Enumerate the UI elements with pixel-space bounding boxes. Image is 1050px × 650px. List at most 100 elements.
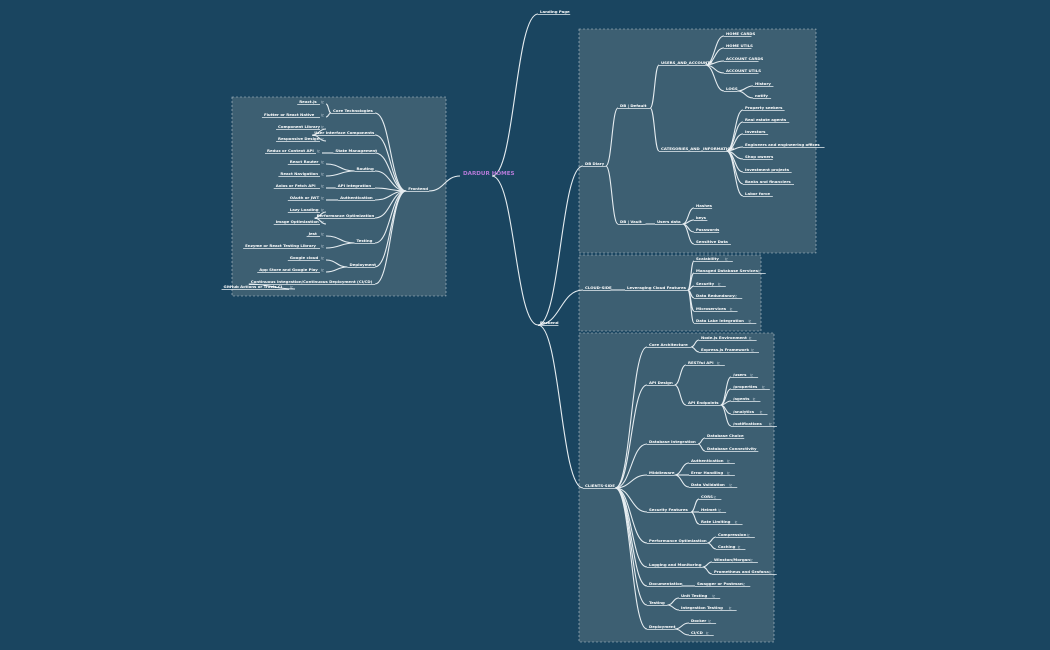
note-icon[interactable]: ⊵ (750, 558, 753, 562)
note-icon[interactable]: ⊵ (769, 422, 772, 426)
node-microservices[interactable]: Microservices (696, 306, 727, 311)
note-icon[interactable]: ⊵ (321, 268, 324, 272)
note-icon[interactable]: ⊵ (725, 257, 728, 261)
note-icon[interactable]: ⊵ (762, 385, 765, 389)
note-icon[interactable]: ⊵ (321, 172, 324, 176)
node-flutter-or-react-native[interactable]: Flutter or React Native (264, 112, 315, 117)
node-axios-or-fetch-api[interactable]: Axios or Fetch API (276, 183, 316, 188)
note-icon[interactable]: ⊵ (737, 545, 740, 549)
note-icon[interactable]: ⊵ (321, 220, 324, 224)
node-keys[interactable]: keys (696, 215, 707, 220)
note-icon[interactable]: ⊵ (760, 410, 763, 414)
note-icon[interactable]: ⊵ (735, 520, 738, 524)
note-icon[interactable]: ⊵ (713, 495, 716, 499)
node-real-estate-agents[interactable]: Real estate agents (745, 117, 787, 122)
node-unit-testing[interactable]: Unit Testing (681, 593, 708, 598)
note-icon[interactable]: ⊵ (729, 483, 732, 487)
node-integration-testing[interactable]: Integration Testing (681, 605, 723, 610)
node-notifications[interactable]: /notifications (733, 421, 763, 426)
node-oauth-or-jwt[interactable]: OAuth or JWT (290, 195, 320, 200)
node-agents[interactable]: /agents (733, 396, 750, 401)
node-logging-and-monitoring[interactable]: Logging and Monitoring (649, 562, 702, 567)
note-icon[interactable]: ⊵ (321, 137, 324, 141)
note-icon[interactable]: ⊵ (321, 196, 324, 200)
node-performance-optimization[interactable]: Performance Optimization (649, 538, 707, 543)
node-users-data[interactable]: Users data (657, 219, 681, 224)
node-lazy-loading[interactable]: Lazy Loading (290, 207, 319, 212)
node-image-optimization[interactable]: Image Optimization (276, 219, 319, 224)
node-error-handling[interactable]: Error Handling (691, 470, 723, 475)
node-user-interface-components[interactable]: User Interface Components (314, 130, 375, 135)
node-managed-database-services[interactable]: Managed Database Services (696, 268, 759, 273)
note-icon[interactable]: ⊵ (708, 619, 711, 623)
note-icon[interactable]: ⊵ (321, 256, 324, 260)
node-github-actions-or-travis-ci[interactable]: GitHub Actions or Travis CI (224, 284, 283, 289)
node-users[interactable]: /users (733, 372, 747, 377)
node-api-endpoints[interactable]: API Endpoints (688, 400, 719, 405)
node-performance-optimization[interactable]: Performance Optimization (317, 213, 375, 218)
node-home-utils[interactable]: HOME UTILS (726, 43, 753, 48)
node-caching[interactable]: Caching (718, 544, 736, 549)
node-hashes[interactable]: Hashes (696, 203, 713, 208)
note-icon[interactable]: ⊵ (769, 570, 772, 574)
note-icon[interactable]: ⊵ (321, 113, 324, 117)
note-icon[interactable]: ⊵ (321, 100, 324, 104)
node-db-vault[interactable]: DB | Vault (620, 219, 642, 224)
node-data-validation[interactable]: Data Validation (691, 482, 725, 487)
note-icon[interactable]: ⊵ (717, 361, 720, 365)
node-security-features[interactable]: Security Features (649, 507, 688, 512)
node-prometheus-and-grafana[interactable]: Prometheus and Grafana (714, 569, 769, 574)
node-frontend[interactable]: Frontend (408, 186, 428, 191)
node-api-design[interactable]: API Design (649, 380, 673, 385)
node-rate-limiting[interactable]: Rate Limiting (701, 519, 731, 524)
note-icon[interactable]: ⊵ (290, 285, 293, 289)
node-property-seekers[interactable]: Property seekers (745, 105, 783, 110)
node-docker[interactable]: Docker (691, 618, 706, 623)
node-core-architecture[interactable]: Core Architecture (649, 342, 688, 347)
note-icon[interactable]: ⊵ (712, 594, 715, 598)
node-documentation[interactable]: Documentation (649, 581, 683, 586)
note-icon[interactable]: ⊵ (747, 533, 750, 537)
node-cors[interactable]: CORS (701, 494, 713, 499)
node-engineers-and-engineering-offices[interactable]: Engineers and engineering offices (745, 142, 820, 147)
node-testing[interactable]: Testing (649, 600, 665, 605)
note-icon[interactable]: ⊵ (752, 397, 755, 401)
node-ci-cd[interactable]: CI/CD (691, 630, 704, 635)
note-icon[interactable]: ⊵ (748, 319, 751, 323)
node-winston-morgan[interactable]: Winston/Morgan (714, 557, 750, 562)
node-core-technologies[interactable]: Core Technologies (333, 108, 373, 113)
node-app-store-and-google-play[interactable]: App Store and Google Play (259, 267, 318, 272)
node-dardur-homes[interactable]: DARDUR HOMES (463, 171, 515, 177)
node-analytics[interactable]: /analytics (733, 409, 755, 414)
node-history[interactable]: History (755, 81, 771, 86)
node-responsive-design[interactable]: Responsive Design (278, 136, 320, 141)
node-scalability[interactable]: Scalability (696, 256, 719, 261)
node-properties[interactable]: /properties (733, 384, 758, 389)
node-categories-and-information[interactable]: CATEGORIES_AND _INFORMATION (661, 146, 734, 151)
node-compression[interactable]: Compression (718, 532, 747, 537)
note-icon[interactable]: ⊵ (729, 606, 732, 610)
note-icon[interactable]: ⊵ (321, 244, 324, 248)
note-icon[interactable]: ⊵ (751, 348, 754, 352)
note-icon[interactable]: ⊵ (321, 125, 324, 129)
node-react-navigation[interactable]: React Navigation (280, 171, 318, 176)
node-deployment[interactable]: Deployment (350, 262, 377, 267)
node-sensitive-data[interactable]: Sensitive Data (696, 239, 728, 244)
node-google-cloud[interactable]: Google cloud (290, 255, 319, 260)
node-database-connectivity[interactable]: Database Connectivity (707, 446, 757, 451)
note-icon[interactable]: ⊵ (718, 508, 721, 512)
node-landing-page[interactable]: Landing Page (540, 9, 570, 14)
node-restful-api[interactable]: RESTful API (688, 360, 714, 365)
node-state-management[interactable]: State Management (335, 148, 377, 153)
note-icon[interactable]: ⊵ (321, 232, 324, 236)
node-testing[interactable]: Testing (357, 238, 373, 243)
node-authentication[interactable]: Authentication (340, 195, 373, 200)
node-routing[interactable]: Routing (357, 166, 374, 171)
note-icon[interactable]: ⊵ (758, 269, 761, 273)
note-icon[interactable]: ⊵ (727, 471, 730, 475)
node-database-choice[interactable]: Database Choice (707, 433, 744, 438)
node-enzyme-or-react-testing-library[interactable]: Enzyme or React Testing Library (245, 243, 316, 248)
node-deployment[interactable]: Deployment (649, 624, 676, 629)
node-redux-or-context-api[interactable]: Redux or Context API (267, 148, 314, 153)
note-icon[interactable]: ⊵ (742, 582, 745, 586)
